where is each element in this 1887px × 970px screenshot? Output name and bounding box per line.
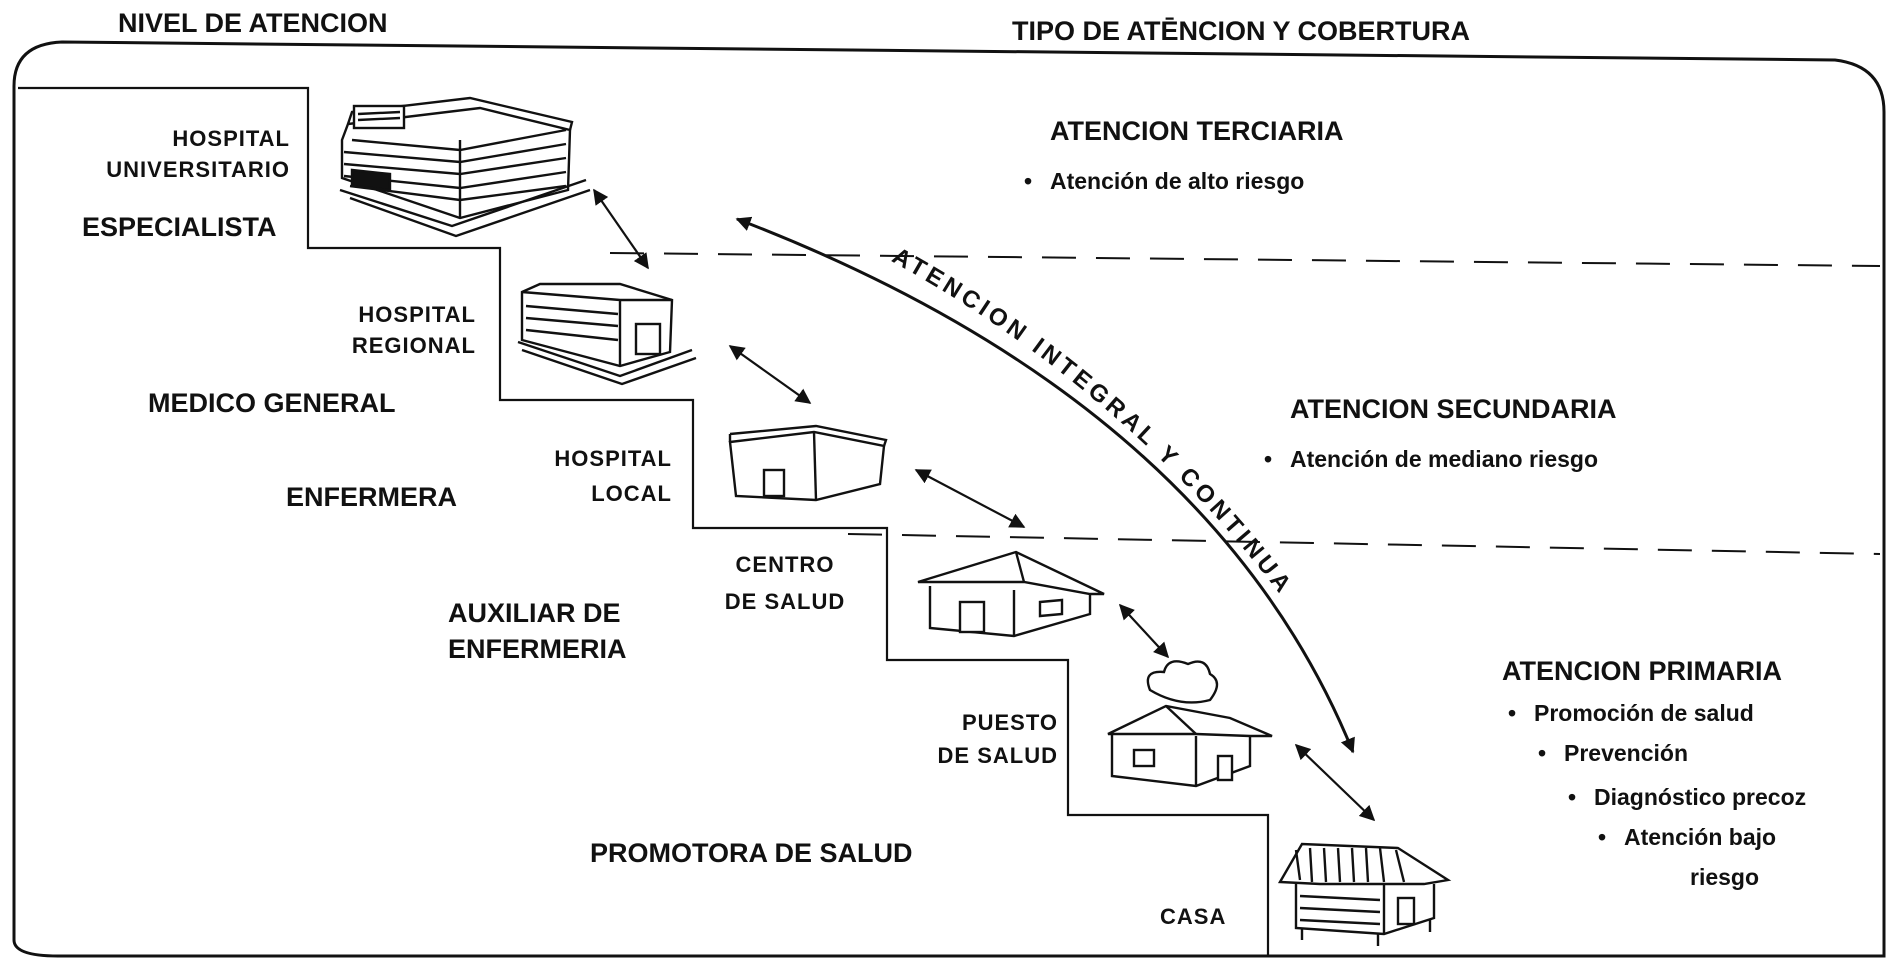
link-universitario-regional [593, 188, 649, 270]
secundaria-bullet: Atención de mediano riesgo [1264, 446, 1598, 473]
staff-medico-general: MEDICO GENERAL [148, 388, 396, 418]
facility-casa: CASA [1160, 904, 1227, 929]
staff-enfermera: ENFERMERA [286, 482, 458, 512]
facility-hospital-universitario: HOSPITAL UNIVERSITARIO [80, 126, 290, 183]
primaria-bullet: Promoción de salud [1508, 700, 1754, 727]
link-centro-puesto [1118, 603, 1170, 659]
tipo-atencion-header: TIPO DE ATĒNCION Y COBERTURA [1012, 16, 1471, 46]
staircase-line [18, 86, 1270, 955]
facility-label-line: DE SALUD [937, 743, 1058, 769]
facility-hospital-regional: HOSPITAL REGIONAL [280, 302, 476, 359]
separator-tertiary-secondary [609, 252, 1881, 267]
puesto-de-salud-icon [1107, 660, 1273, 788]
hospital-regional-icon [517, 282, 697, 386]
facility-label-line: LOCAL [591, 481, 672, 507]
link-local-centro [914, 469, 1026, 528]
hospital-universitario-icon [339, 96, 591, 238]
link-puesto-casa [1294, 743, 1376, 822]
hospital-local-icon [728, 424, 888, 502]
atencion-secundaria-title: ATENCION SECUNDARIA [1290, 394, 1617, 424]
facility-label-line: HOSPITAL [358, 302, 476, 327]
link-regional-local [728, 345, 812, 404]
facility-label-line: CENTRO [735, 552, 835, 577]
facility-hospital-local: HOSPITAL LOCAL [476, 446, 672, 507]
casa-icon [1277, 842, 1452, 946]
primaria-bullet-continuation: riesgo [1690, 864, 1760, 890]
terciaria-bullet: Atención de alto riesgo [1024, 168, 1304, 195]
atencion-primaria-title: ATENCION PRIMARIA [1502, 656, 1782, 686]
facility-label-line: REGIONAL [351, 333, 476, 359]
facility-puesto-de-salud: PUESTO DE SALUD [880, 710, 1058, 769]
staff-promotora: PROMOTORA DE SALUD [590, 838, 913, 868]
nivel-atencion-header: NIVEL DE ATENCION [118, 8, 388, 38]
separator-secondary-primary [847, 533, 1881, 555]
primaria-bullet: Prevención [1538, 740, 1688, 767]
facility-label-line: HOSPITAL [554, 446, 672, 471]
facility-label-line: UNIVERSITARIO [106, 157, 290, 183]
outer-frame [12, 40, 1886, 958]
centro-de-salud-icon [917, 550, 1105, 638]
atencion-terciaria-title: ATENCION TERCIARIA [1050, 116, 1344, 146]
primaria-bullet: Diagnóstico precoz [1568, 784, 1806, 811]
arc-label: ATENCION INTEGRAL Y CONTINUA [888, 242, 1299, 600]
primaria-bullet: Atención bajo [1598, 824, 1776, 851]
facility-label-line: DE SALUD [724, 589, 846, 615]
facility-centro-de-salud: CENTRO DE SALUD [710, 552, 860, 615]
facility-label-line: HOSPITAL [172, 126, 290, 151]
facility-label-line: PUESTO [961, 710, 1058, 735]
staff-especialista: ESPECIALISTA [82, 212, 277, 242]
integral-continua-arc [735, 216, 1355, 754]
staff-auxiliar-line2: ENFERMERIA [448, 634, 627, 664]
staff-auxiliar-line1: AUXILIAR DE [448, 598, 621, 628]
